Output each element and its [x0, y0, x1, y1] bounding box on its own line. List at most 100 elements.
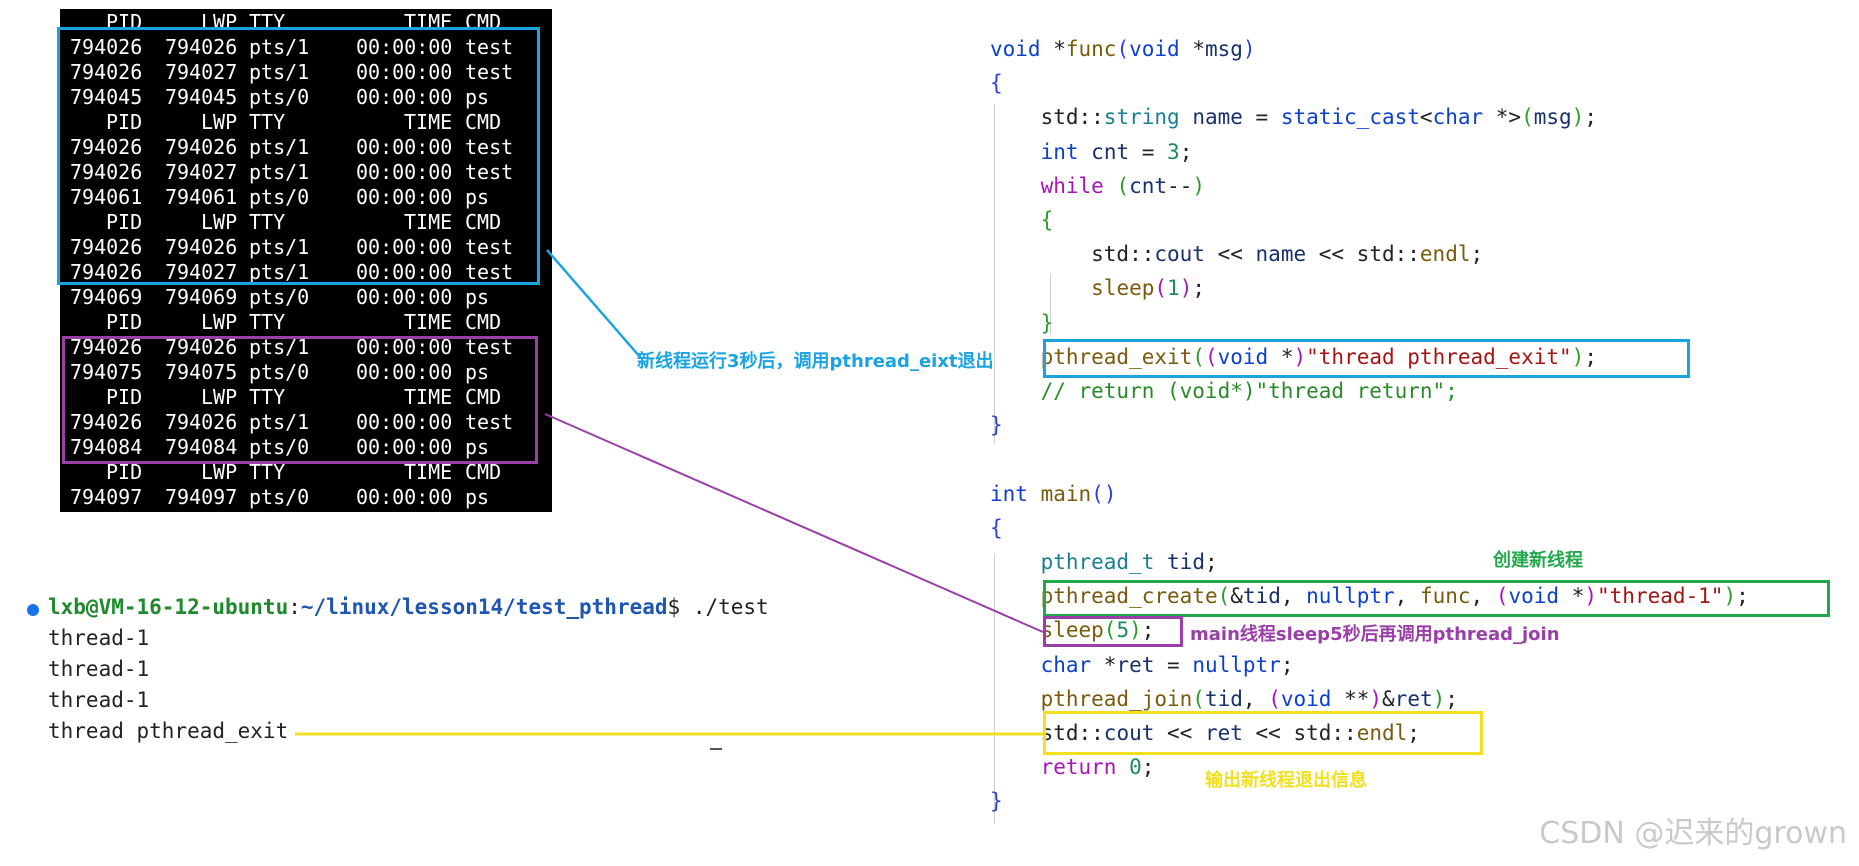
code-token: name [1255, 242, 1307, 267]
ps-cell-tty: pts/1 [249, 235, 310, 259]
ps-cell-pid: 794026 [70, 35, 143, 59]
ps-cell-pid: PID [106, 385, 143, 409]
code-editor: void *func(void *msg){ std::string name … [990, 34, 1850, 824]
code-token: cout [1103, 721, 1155, 745]
ps-cell-tty: pts/1 [249, 35, 310, 59]
text-cursor [710, 748, 722, 750]
indent-guide [994, 104, 995, 444]
ps-cell-time: 00:00:00 [356, 60, 453, 84]
code-token: << [1204, 242, 1256, 267]
ps-cell-cmd: ps [465, 285, 490, 309]
ps-cell-lwp: 794027 [165, 260, 238, 284]
ps-cell-cmd: test [465, 135, 514, 159]
ps-cell-time: TIME [404, 310, 453, 334]
ps-cell-pid: 794026 [70, 160, 143, 184]
prompt-command: ./test [680, 595, 769, 619]
code-token: static_cast [1280, 105, 1420, 130]
ps-cell-cmd: CMD [465, 10, 502, 34]
shell-output-line: thread-1 [48, 626, 150, 650]
ps-cell-tty: TTY [249, 10, 286, 34]
ps-cell-lwp: 794026 [165, 135, 238, 159]
prompt-path: ~/linux/lesson14/test_pthread [300, 595, 668, 619]
code-token: ( [1521, 105, 1534, 130]
prompt-colon: : [288, 595, 301, 619]
code-line: while (cnt--) [990, 171, 1205, 201]
ps-cell-pid: PID [106, 10, 143, 34]
code-token: tid [1204, 686, 1243, 711]
ps-cell-time: 00:00:00 [356, 410, 453, 434]
ps-cell-pid: PID [106, 460, 143, 484]
code-token: } [1040, 310, 1054, 335]
ps-cell-lwp: 794097 [165, 485, 238, 509]
code-token: ) [1432, 686, 1446, 711]
code-line: } [990, 410, 1003, 440]
ps-cell-time: TIME [404, 210, 453, 234]
code-line: int main() [990, 479, 1116, 509]
ps-cell-cmd: test [465, 260, 514, 284]
code-token: tid [1167, 550, 1205, 574]
code-token: ; [1470, 242, 1484, 267]
code-token: ) [1129, 618, 1142, 643]
ps-cell-lwp: 794075 [165, 360, 238, 384]
code-token: ( [1103, 618, 1117, 643]
code-line: sleep(5); [990, 615, 1155, 645]
ps-cell-time: 00:00:00 [356, 85, 453, 109]
code-token: name [1192, 105, 1243, 130]
ps-cell-lwp: 794027 [165, 60, 238, 84]
ps-cell-tty: pts/0 [249, 435, 310, 459]
code-token: ; [1179, 139, 1193, 164]
ps-cell-tty: TTY [249, 385, 286, 409]
code-token: ) [1192, 173, 1205, 198]
indent-guide [994, 554, 995, 824]
code-token: sleep [1091, 276, 1155, 301]
ps-cell-pid: 794097 [70, 485, 143, 509]
code-line: } [990, 308, 1054, 338]
ps-cell-cmd: CMD [465, 310, 502, 334]
code-token: { [990, 515, 1003, 540]
code-token: ) [1179, 276, 1193, 301]
code-line: return 0; [990, 752, 1155, 782]
code-token: msg [1533, 105, 1572, 130]
ps-cell-time: TIME [404, 110, 453, 134]
code-token: sleep [1040, 618, 1104, 643]
code-token: ) [1293, 344, 1307, 369]
ps-cell-lwp: 794026 [165, 235, 238, 259]
code-line: int cnt = 3; [990, 137, 1193, 167]
code-token: char [1040, 652, 1092, 677]
ps-cell-time: TIME [404, 385, 453, 409]
ps-cell-pid: 794084 [70, 435, 143, 459]
code-token: cnt [1129, 173, 1168, 198]
code-token: nullptr [1192, 652, 1281, 677]
code-token: ( [1116, 173, 1130, 198]
code-token: = [1154, 652, 1193, 677]
ps-cell-cmd: test [465, 235, 514, 259]
code-token: *> [1483, 105, 1522, 130]
ps-cell-time: 00:00:00 [356, 235, 453, 259]
shell-output-line: thread pthread_exit [48, 719, 289, 743]
code-token: & [1382, 686, 1395, 711]
ps-cell-cmd: test [465, 335, 514, 359]
code-line: void *func(void *msg) [990, 34, 1256, 64]
ps-cell-cmd: test [465, 410, 514, 434]
code-token: = [1242, 105, 1281, 130]
annotation-exit-note: 新线程运行3秒后，调用pthread_eixt退出 [637, 351, 994, 372]
code-token: ; [1280, 652, 1294, 677]
ps-cell-tty: pts/0 [249, 360, 310, 384]
code-token: } [990, 413, 1003, 438]
code-token: main [1040, 481, 1092, 506]
code-token: func [1065, 37, 1117, 61]
ps-cell-pid: 794026 [70, 135, 143, 159]
code-token: () [1091, 481, 1117, 506]
prompt-user-host: lxb@VM-16-12-ubuntu [48, 595, 289, 619]
ps-cell-cmd: CMD [465, 460, 502, 484]
ps-cell-cmd: test [465, 60, 514, 84]
annotation-output-note: 输出新线程退出信息 [1205, 770, 1367, 791]
ps-cell-lwp: 794026 [165, 410, 238, 434]
code-token: std:: [990, 721, 1104, 745]
ps-cell-lwp: LWP [201, 110, 238, 134]
code-token: pthread_exit [1040, 344, 1193, 369]
code-line: std::cout << ret << std::endl; [990, 718, 1420, 748]
